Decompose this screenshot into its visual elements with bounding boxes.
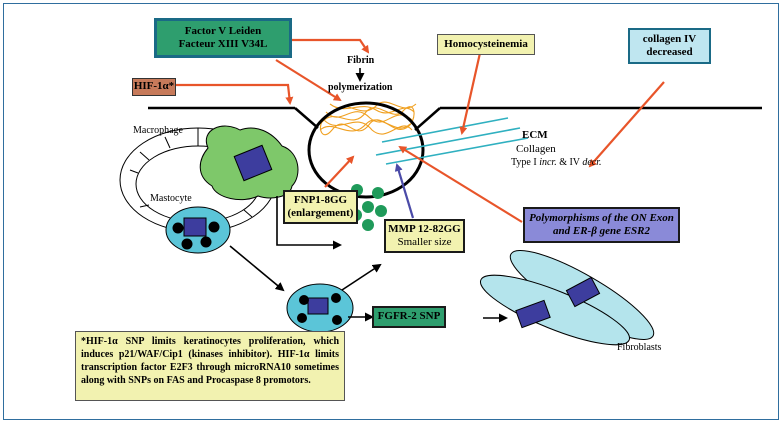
arrow-macrophage-to-mmp <box>276 196 342 250</box>
collagen-type-mid: & IV <box>556 157 583 168</box>
arrow-fnp1-to-clot <box>324 155 355 188</box>
fnp1-line1: FNP1-8GG <box>293 193 348 206</box>
polymorphisms-line1: Polymorphisms of the ON Exon <box>529 211 674 224</box>
collagen-type-decr: decr. <box>582 157 602 168</box>
factor-line2: Facteur XIII V34L <box>178 38 268 50</box>
mastocyte-nucleus <box>183 217 207 237</box>
arrow-hif-to-line <box>173 83 294 105</box>
fibroblast-lower-nucleus <box>515 299 551 329</box>
fibroblast-upper-nucleus <box>565 276 601 308</box>
fibrin-clot-ring <box>307 101 425 199</box>
arrow-factor-to-clot <box>275 59 342 102</box>
daughter-cell-granules <box>297 293 342 325</box>
polymerization-label: polymerization <box>328 82 393 93</box>
collagen-iv-line2: decreased <box>646 46 693 58</box>
arrow-homocysteinemia-to-collagen <box>459 52 482 135</box>
homocysteinemia-label: Homocysteinemia <box>444 37 528 50</box>
arrow-factor-to-fibrin <box>292 38 370 54</box>
factor-line1: Factor V Leiden <box>184 24 262 37</box>
hif-box: HIF-1α* <box>132 78 176 96</box>
homocysteinemia-box: Homocysteinemia <box>437 34 535 55</box>
fibroblast-lower <box>479 274 631 346</box>
fnp1-line2: (enlargement) <box>287 207 354 219</box>
ecm-line-right-slope <box>414 107 441 131</box>
collagen-type-label: Type I incr. & IV decr. <box>511 157 602 168</box>
mmp-line1: MMP 12-82GG <box>388 222 461 235</box>
footnote-box: *HIF-1α SNP limits keratinocytes prolife… <box>75 331 345 401</box>
mastocyte-granules <box>172 221 220 250</box>
mmp-line2: Smaller size <box>397 236 452 248</box>
factor-v-leiden-box: Factor V Leiden Facteur XIII V34L <box>154 18 292 58</box>
mastocyte-label: Mastocyte <box>150 193 192 204</box>
arrow-polymorphisms-to-clot <box>398 145 523 223</box>
fibrin-mesh <box>319 101 417 136</box>
collagen-iv-box: collagen IV decreased <box>628 28 711 64</box>
fgfr2-label: FGFR-2 SNP <box>377 310 441 323</box>
figure-frame <box>3 3 779 420</box>
fibrin-label: Fibrin <box>347 55 375 66</box>
macrophage-nucleus <box>233 144 273 182</box>
arrow-mmp-to-clot <box>394 163 415 219</box>
fibroblasts-label: Fibroblasts <box>617 342 662 353</box>
ecm-line-left-slope <box>294 107 319 129</box>
polymorphisms-line2: and ER-β gene ESR2 <box>552 225 650 237</box>
fgfr2-box: FGFR-2 SNP <box>372 306 446 328</box>
polymorphisms-box: Polymorphisms of the ON Exon and ER-β ge… <box>523 207 680 243</box>
arrow-mastocyte-to-daughter <box>229 245 285 292</box>
collagen-iv-line1: collagen IV <box>642 32 697 45</box>
mmp-box: MMP 12-82GG Smaller size <box>384 219 465 253</box>
macrophage-label: Macrophage <box>133 125 183 136</box>
black-arrows <box>229 68 508 323</box>
arrow-collagen-iv-to-ecm <box>588 81 665 168</box>
collagen-label: Collagen <box>516 143 556 155</box>
fnp1-box: FNP1-8GG (enlargement) <box>283 190 358 224</box>
collagen-type-prefix: Type I <box>511 157 540 168</box>
orange-arrows <box>173 38 665 223</box>
hif-label: HIF-1α* <box>133 80 175 93</box>
collagen-type-incr: incr. <box>539 157 557 168</box>
arrow-daughter-up <box>341 263 382 291</box>
ecm-label: ECM <box>522 129 548 141</box>
footnote-text: *HIF-1α SNP limits keratinocytes prolife… <box>81 336 339 386</box>
daughter-cell-nucleus <box>307 297 329 315</box>
collagen-fibers <box>375 117 529 165</box>
